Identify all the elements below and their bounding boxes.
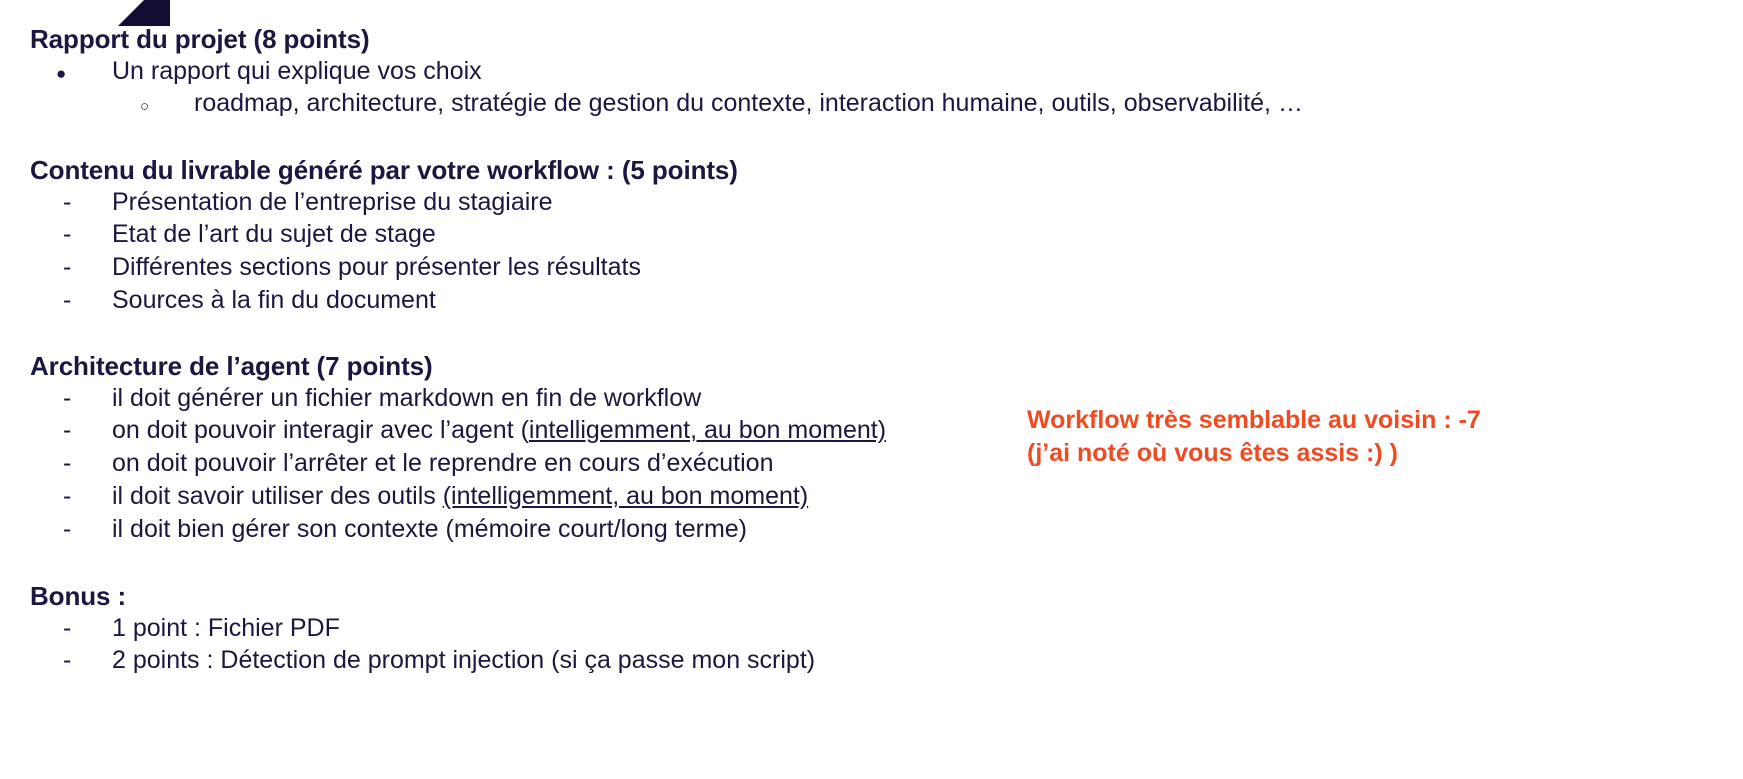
grading-annotation: Workflow très semblable au voisin : -7 (… xyxy=(1027,404,1481,471)
list-item-text: on doit pouvoir interagir avec l’agent (… xyxy=(112,414,886,447)
list-marker-dash-icon: - xyxy=(63,481,72,510)
list-marker-dash-icon: - xyxy=(63,285,72,314)
list-item: - il doit bien gérer son contexte (mémoir… xyxy=(30,513,886,546)
list-marker-dash-icon: - xyxy=(63,220,72,249)
list-item: - on doit pouvoir l’arrêter et le reprend… xyxy=(30,447,886,480)
list-marker-dash-icon: - xyxy=(63,449,72,478)
section-items-architecture: - il doit générer un fichier markdown en … xyxy=(30,382,886,546)
list-item-text-underlined: intelligemment, au bon moment) xyxy=(528,416,887,445)
list-marker-dash-icon: - xyxy=(63,416,72,445)
list-item: - il doit générer un fichier markdown en … xyxy=(30,382,886,415)
list-item-text: il doit bien gérer son contexte (mémoire… xyxy=(112,514,748,543)
annotation-line-1: Workflow très semblable au voisin : -7 xyxy=(1027,406,1481,434)
list-item: - 1 point : Fichier PDF xyxy=(30,612,815,645)
section-rapport: Rapport du projet (8 points) ● Un rapport … xyxy=(30,24,1303,120)
section-contenu: Contenu du livrable généré par votre wor… xyxy=(30,155,738,317)
section-architecture: Architecture de l’agent (7 points)-il do… xyxy=(30,351,886,545)
list-marker-dash-icon: - xyxy=(63,253,72,282)
list-item: - Sources à la fin du document xyxy=(30,284,738,317)
section-items-contenu: - Présentation de l’entreprise du stagiai… xyxy=(30,186,738,317)
section-heading-rapport: Rapport du projet (8 points) xyxy=(30,24,370,54)
section-bonus: Bonus :-1 point : Fichier PDF-2 points :… xyxy=(30,581,815,677)
annotation-line-2: (j’ai noté où vous êtes assis :) ) xyxy=(1027,439,1398,468)
list-marker-dash-icon: - xyxy=(63,514,72,543)
list-item: - Présentation de l’entreprise du stagiai… xyxy=(30,186,738,219)
list-item: - Etat de l’art du sujet de stage xyxy=(30,218,738,251)
section-heading-architecture: Architecture de l’agent (7 points) xyxy=(30,351,433,381)
list-item-text: il doit générer un fichier markdown en f… xyxy=(112,383,702,412)
list-item-text: Présentation de l’entreprise du stagiair… xyxy=(112,187,553,216)
list-item-text: 1 point : Fichier PDF xyxy=(112,613,340,642)
list-item-text: Etat de l’art du sujet de stage xyxy=(112,220,436,249)
list-item-text: il doit savoir utiliser des outils (inte… xyxy=(112,480,808,513)
list-item-text-underlined: (intelligemment, au bon moment) xyxy=(442,481,809,510)
list-item-text-plain: on doit pouvoir interagir avec l’agent ( xyxy=(112,416,529,445)
list-marker-dash-icon: - xyxy=(63,646,72,675)
list-marker-dash-icon: - xyxy=(63,613,72,642)
list-item-text-plain: il doit savoir utiliser des outils xyxy=(112,481,443,510)
section-heading-contenu: Contenu du livrable généré par votre wor… xyxy=(30,155,738,185)
list-item-text: Un rapport qui explique vos choix xyxy=(112,56,482,85)
list-marker-disc-icon: ● xyxy=(56,63,67,83)
list-item: - 2 points : Détection de prompt injectio… xyxy=(30,644,815,677)
section-items-bonus: - 1 point : Fichier PDF - 2 points : Détect… xyxy=(30,612,815,678)
list-item: - on doit pouvoir interagir avec l’agent … xyxy=(30,414,886,447)
list-item: ○ roadmap, architecture, stratégie de ges… xyxy=(30,87,1303,120)
list-item: - il doit savoir utiliser des outils (int… xyxy=(30,480,886,513)
list-marker-circle-icon: ○ xyxy=(140,98,150,116)
list-item-text: Différentes sections pour présenter les … xyxy=(112,253,641,282)
section-heading-bonus: Bonus : xyxy=(30,581,127,611)
section-items-rapport: ● Un rapport qui explique vos choix ○ roadm… xyxy=(30,55,1303,121)
list-item-text: Sources à la fin du document xyxy=(112,285,436,314)
list-item: ● Un rapport qui explique vos choix xyxy=(30,55,1303,88)
list-item-text: 2 points : Détection de prompt injection… xyxy=(112,646,816,675)
list-item-text: roadmap, architecture, stratégie de gest… xyxy=(194,89,1303,118)
list-item-text: on doit pouvoir l’arrêter et le reprendr… xyxy=(112,449,774,478)
list-marker-dash-icon: - xyxy=(63,383,72,412)
list-item: - Différentes sections pour présenter les… xyxy=(30,251,738,284)
list-marker-dash-icon: - xyxy=(63,187,72,216)
